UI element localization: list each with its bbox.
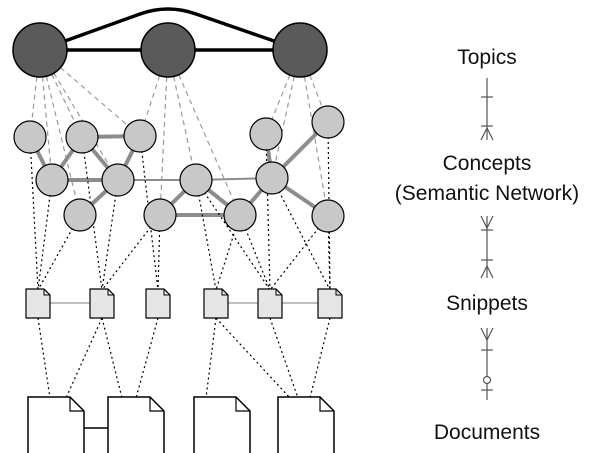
- snippet-document-links: [37, 317, 331, 399]
- document-node: [107, 396, 165, 453]
- topic-node: [12, 22, 68, 78]
- label-documents: Documents: [434, 421, 540, 444]
- snippet-folds: [43, 289, 342, 296]
- document-node: [193, 396, 251, 453]
- concept-node: [63, 198, 97, 232]
- label-topics: Topics: [457, 46, 517, 69]
- topic-node: [272, 22, 328, 78]
- snippet-node: [25, 288, 51, 319]
- concept-node: [65, 120, 99, 154]
- concept-nodes: [13, 105, 345, 233]
- concept-node: [311, 105, 345, 139]
- concept-node: [255, 161, 289, 195]
- label-concepts-subtitle: (Semantic Network): [395, 182, 579, 205]
- document-folds: [69, 397, 334, 412]
- topic-node: [140, 22, 196, 78]
- many-to-one-connector: [480, 327, 494, 400]
- snippet-node: [145, 288, 171, 319]
- concept-node: [123, 119, 157, 153]
- many-to-many-connector: [480, 215, 494, 279]
- document-node: [27, 396, 85, 453]
- snippet-nodes: [25, 288, 343, 319]
- concept-node: [249, 117, 283, 151]
- snippet-node: [317, 288, 343, 319]
- concept-snippet-links: [29, 121, 331, 291]
- snippet-node: [203, 288, 229, 319]
- document-node: [277, 396, 335, 453]
- label-concepts: Concepts: [443, 152, 532, 175]
- concept-node: [143, 198, 177, 232]
- snippet-node: [89, 288, 115, 319]
- topic-nodes: [12, 22, 328, 78]
- label-snippets: Snippets: [446, 292, 528, 315]
- concept-node: [13, 120, 47, 154]
- concept-node: [223, 198, 257, 232]
- concept-node: [179, 163, 213, 197]
- concept-node: [35, 163, 69, 197]
- concept-node: [311, 199, 345, 233]
- snippet-node: [257, 288, 283, 319]
- concept-node: [101, 163, 135, 197]
- document-nodes: [27, 396, 335, 453]
- one-to-many-connector: [480, 78, 494, 141]
